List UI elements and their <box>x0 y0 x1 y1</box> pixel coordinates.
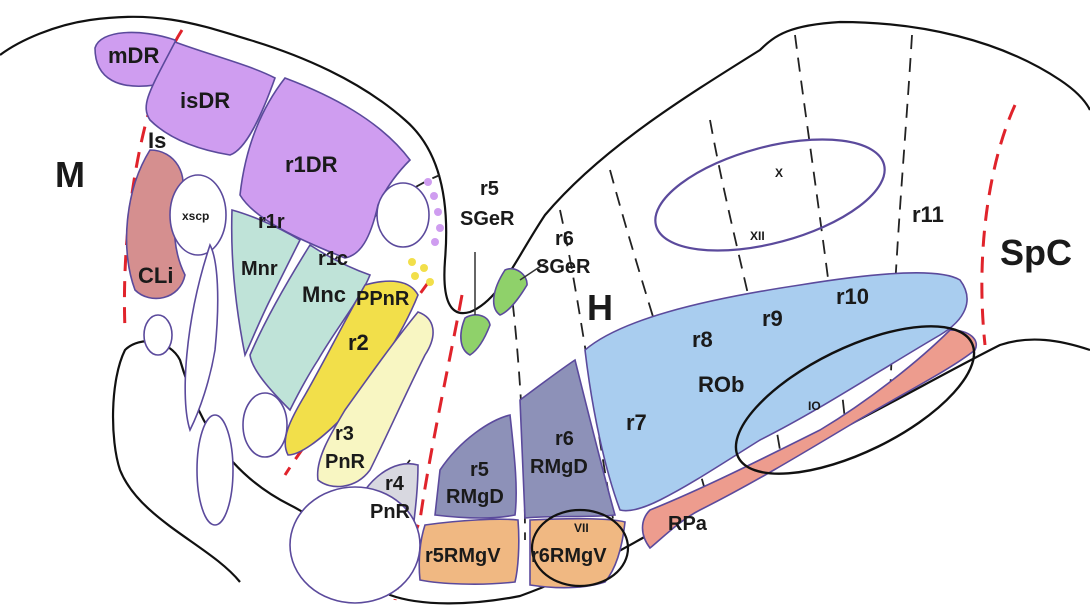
label-RMgD5: RMgD <box>446 486 504 508</box>
label-M: M <box>55 154 85 195</box>
region-SGeR6 <box>494 269 527 315</box>
label-r6RMgV: r6RMgV <box>531 545 607 567</box>
label-r4: r4 <box>385 473 405 495</box>
boundary-r11-spc <box>982 105 1015 345</box>
label-xscp: xscp <box>182 209 209 223</box>
label-r1DR: r1DR <box>285 152 338 177</box>
label-r6-top: r6 <box>555 228 574 250</box>
label-r5: r5 <box>470 459 489 481</box>
label-RPa: RPa <box>668 513 708 535</box>
label-isDR: isDR <box>180 88 230 113</box>
label-Mnr: Mnr <box>241 258 278 280</box>
label-PPnR: PPnR <box>356 288 410 310</box>
label-r2: r2 <box>348 330 369 355</box>
oval-left-ventral <box>197 415 233 525</box>
label-IO: IO <box>808 399 821 413</box>
label-r5RMgV: r5RMgV <box>425 545 501 567</box>
label-SGeR6: SGeR <box>536 256 591 278</box>
label-r8: r8 <box>692 327 713 352</box>
label-mDR: mDR <box>108 43 159 68</box>
label-PnR3: PnR <box>325 451 366 473</box>
label-r7: r7 <box>626 410 647 435</box>
region-SGeR5 <box>461 315 490 355</box>
oval-left-ventral-2 <box>243 393 287 457</box>
label-X: X <box>775 166 783 180</box>
label-CLi: CLi <box>138 263 173 288</box>
label-XII: XII <box>750 229 765 243</box>
label-r1c: r1c <box>318 248 348 270</box>
label-r5-top: r5 <box>480 178 499 200</box>
label-SGeR5: SGeR <box>460 208 515 230</box>
label-Mnc: Mnc <box>302 282 346 307</box>
label-RMgD6: RMgD <box>530 456 588 478</box>
oval-left-small <box>144 315 172 355</box>
label-r1r: r1r <box>258 211 285 233</box>
label-Is: Is <box>148 128 166 153</box>
label-r6: r6 <box>555 428 574 450</box>
nucleus-X-XII <box>644 118 897 272</box>
label-r9: r9 <box>762 306 783 331</box>
oval-r1-dorsal <box>377 183 429 247</box>
label-SpC: SpC <box>1000 232 1072 273</box>
label-r11: r11 <box>912 202 944 227</box>
label-r3: r3 <box>335 423 354 445</box>
label-PnR4: PnR <box>370 501 411 523</box>
label-r10: r10 <box>836 284 869 309</box>
label-VII: VII <box>574 521 589 535</box>
label-ROb: ROb <box>698 372 744 397</box>
region-left-strip <box>185 245 218 430</box>
label-H: H <box>587 287 613 328</box>
